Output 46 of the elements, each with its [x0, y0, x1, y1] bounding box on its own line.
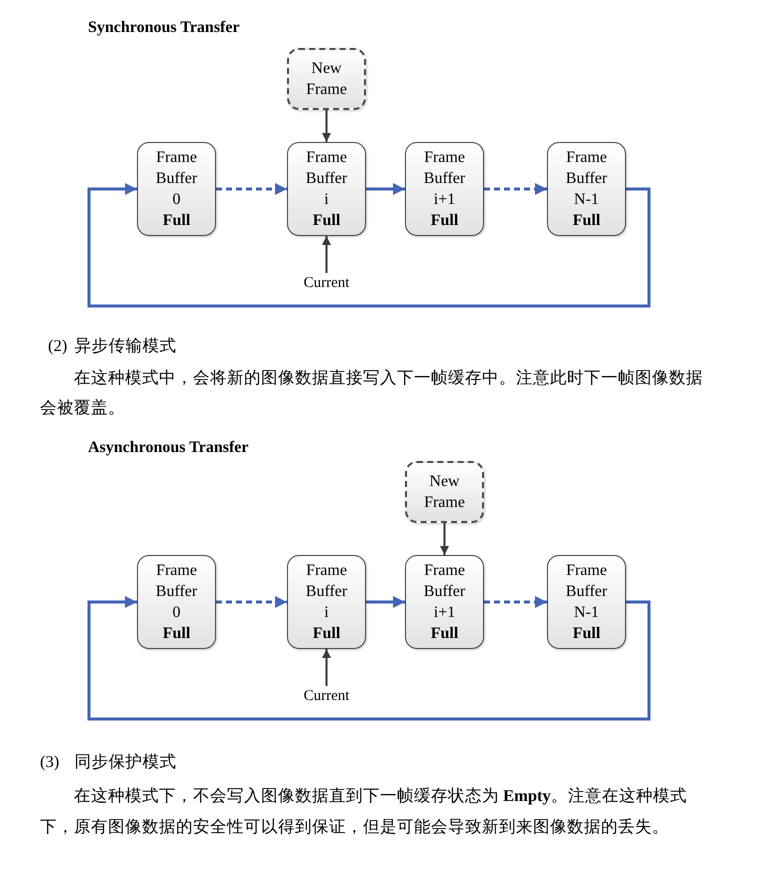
- buffer-box: [137, 142, 216, 236]
- buffer-label: Frame Buffer N-1: [564, 148, 608, 210]
- buffer-box: [287, 142, 366, 236]
- paragraph: 在这种模式中，会将新的图像数据直接写入下一帧缓存中。注意此时下一帧图像数据会被覆盖。: [40, 367, 704, 419]
- arrow: [366, 183, 405, 195]
- arrow: [484, 596, 547, 608]
- buffer-box: [287, 555, 366, 649]
- new-frame-box: New Frame: [405, 461, 484, 523]
- arrow: [322, 236, 331, 273]
- new-frame-box: New Frame: [287, 48, 366, 110]
- buffer-label: Frame Buffer 0: [154, 561, 198, 623]
- arrow: [322, 110, 331, 142]
- buffer-box: [137, 555, 216, 649]
- section-heading: (2) 异步传输模式: [48, 335, 176, 357]
- status-label: Full: [162, 211, 192, 231]
- pointer-label: Current: [291, 273, 362, 293]
- buffer-label: Frame Buffer 0: [154, 148, 198, 210]
- arrow: [216, 596, 287, 608]
- buffer-label: Frame Buffer i: [304, 148, 348, 210]
- figure-title: Asynchronous Transfer: [88, 438, 248, 458]
- status-label: Full: [430, 624, 460, 644]
- loop-arrow: [88, 183, 650, 308]
- pointer-label: Current: [291, 686, 362, 706]
- arrow: [440, 523, 449, 555]
- status-label: Full: [572, 624, 602, 644]
- buffer-box: [405, 555, 484, 649]
- buffer-box: [405, 142, 484, 236]
- status-label: Full: [312, 211, 342, 231]
- figure-title: Synchronous Transfer: [88, 18, 240, 38]
- buffer-label: Frame Buffer i+1: [422, 561, 466, 623]
- buffer-label: Frame Buffer i: [304, 561, 348, 623]
- loop-arrow: [88, 596, 650, 720]
- status-label: Full: [162, 624, 192, 644]
- buffer-box: [547, 555, 626, 649]
- buffer-label: Frame Buffer i+1: [422, 148, 466, 210]
- arrow: [216, 183, 287, 195]
- paragraph: 在这种模式下，不会写入图像数据直到下一帧缓存状态为 Empty。注意在这种模式下，原有图像数据的安全性可以得到保证，但是可能会导致新到来图像数据的丢失。: [40, 785, 688, 838]
- arrow: [322, 649, 331, 686]
- buffer-box: [547, 142, 626, 236]
- section-heading: (3) 同步保护模式: [40, 751, 176, 773]
- status-label: Full: [430, 211, 460, 231]
- status-label: Full: [572, 211, 602, 231]
- buffer-label: Frame Buffer N-1: [564, 561, 608, 623]
- status-label: Full: [312, 624, 342, 644]
- arrow: [484, 183, 547, 195]
- arrow: [366, 596, 405, 608]
